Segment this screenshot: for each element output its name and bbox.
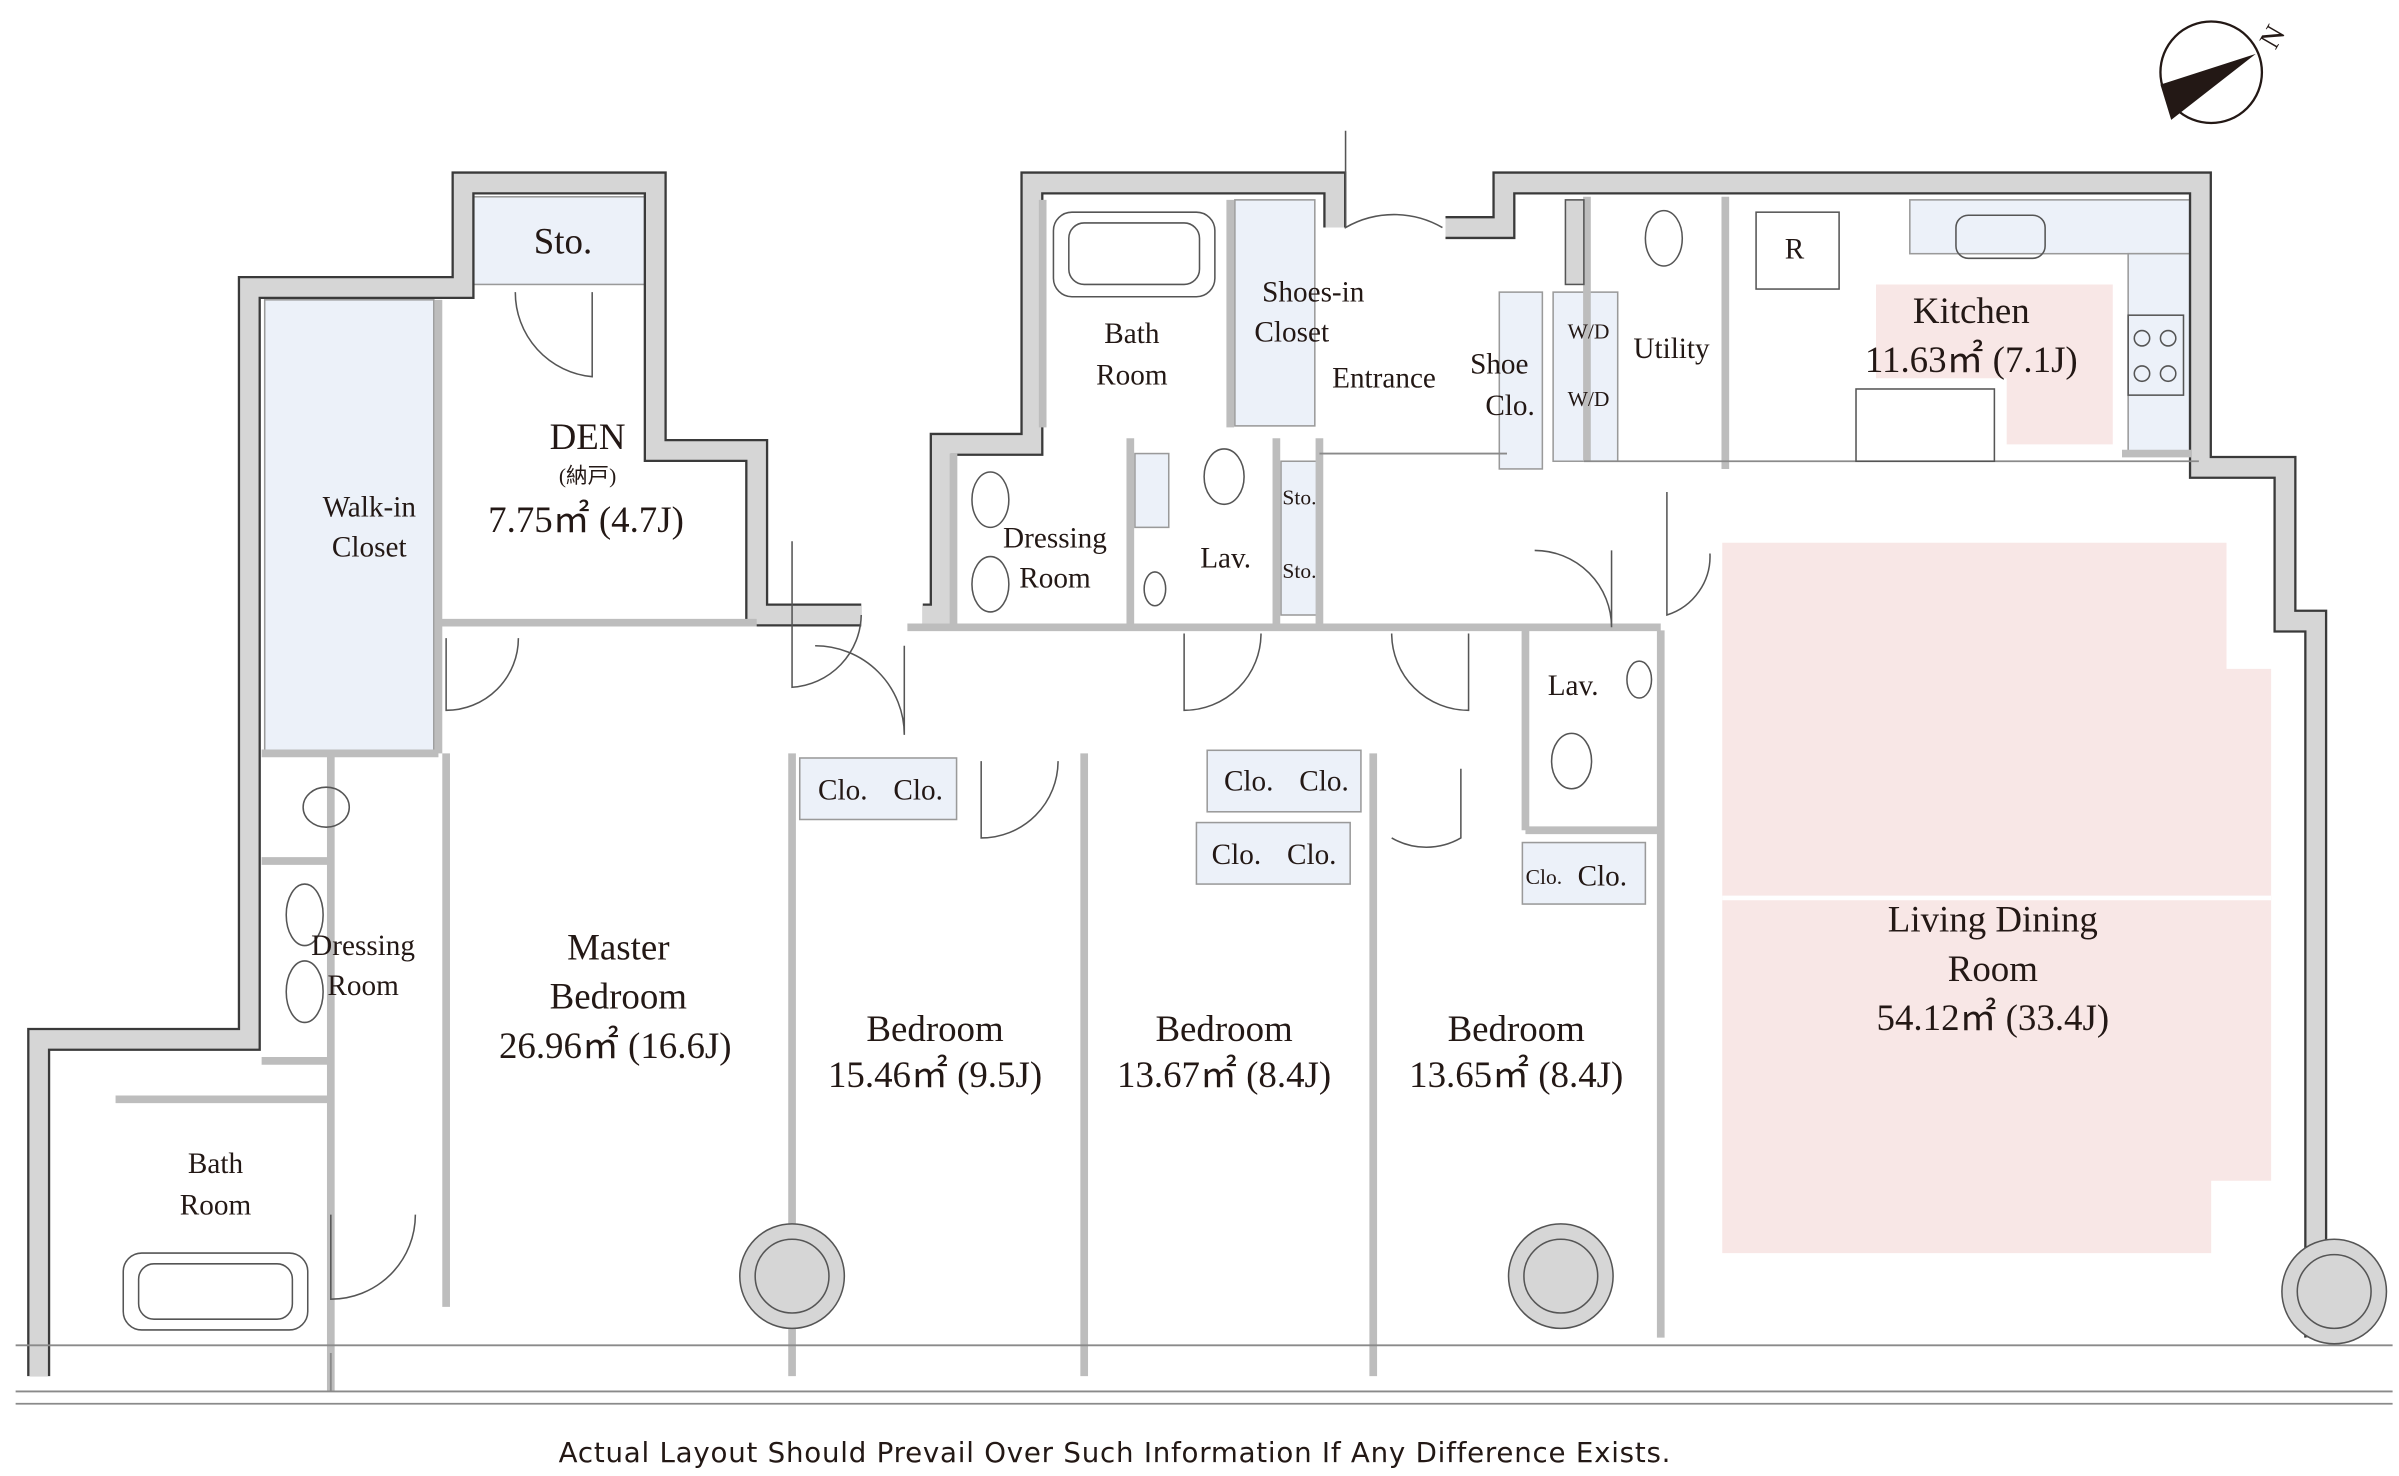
dressing-room-center-label: Dressing bbox=[1003, 522, 1107, 554]
bedroom-3-area: 13.65㎡ (8.4J) bbox=[1409, 1054, 1623, 1096]
den-sublabel: (納戸) bbox=[559, 464, 616, 488]
closet-label: Clo. bbox=[1224, 765, 1274, 797]
living-dining-label-2: Room bbox=[1948, 948, 2038, 989]
master-bedroom-area: 26.96㎡ (16.6J) bbox=[499, 1025, 732, 1067]
living-dining-area: 54.12㎡ (33.4J) bbox=[1877, 997, 2110, 1039]
storage-label: Sto. bbox=[534, 221, 592, 262]
door-swings bbox=[330, 130, 1711, 1300]
bath-room-left-label: Bath bbox=[188, 1148, 244, 1180]
dressing-room-center-label-2: Room bbox=[1019, 562, 1091, 594]
walk-in-closet-label: Walk-in bbox=[323, 492, 417, 524]
master-bedroom-label-2: Bedroom bbox=[550, 976, 688, 1017]
closet-label: Clo. bbox=[1526, 865, 1562, 889]
bath-room-left-label-2: Room bbox=[180, 1190, 252, 1222]
closet-label: Clo. bbox=[1299, 765, 1349, 797]
closet-label: Clo. bbox=[1212, 839, 1262, 871]
shoe-closet-label-2: Clo. bbox=[1485, 390, 1535, 422]
living-dining-label: Living Dining bbox=[1888, 899, 2098, 940]
entrance-label: Entrance bbox=[1332, 362, 1436, 394]
compass-icon: N bbox=[2159, 20, 2292, 125]
master-bedroom-label: Master bbox=[567, 926, 669, 967]
closet-label: Clo. bbox=[818, 774, 868, 806]
disclaimer-text: Actual Layout Should Prevail Over Such I… bbox=[559, 1436, 1672, 1469]
bedroom-3-label: Bedroom bbox=[1448, 1008, 1586, 1049]
kitchen-label: Kitchen bbox=[1913, 290, 2030, 331]
storage-small-label-2: Sto. bbox=[1282, 559, 1316, 583]
lav-right-label: Lav. bbox=[1548, 670, 1599, 702]
washer-dryer-label-2: W/D bbox=[1568, 387, 1610, 411]
compass-north-label: N bbox=[2254, 20, 2292, 54]
bedroom-1-area: 15.46㎡ (9.5J) bbox=[828, 1054, 1042, 1096]
bath-room-center-label-2: Room bbox=[1096, 359, 1168, 391]
refrigerator-label: R bbox=[1785, 233, 1805, 265]
kitchen-area: 11.63㎡ (7.1J) bbox=[1865, 339, 2078, 381]
bedroom-2-area: 13.67㎡ (8.4J) bbox=[1117, 1054, 1331, 1096]
den-label: DEN bbox=[550, 416, 626, 457]
shoe-closet-label: Shoe bbox=[1470, 349, 1528, 381]
closet-label: Clo. bbox=[893, 774, 943, 806]
den-area: 7.75㎡ (4.7J) bbox=[488, 499, 684, 541]
closet-label: Clo. bbox=[1578, 861, 1627, 893]
fixtures bbox=[122, 199, 2388, 1345]
room-labels: Sto. DEN (納戸) 7.75㎡ (4.7J) Walk-in Close… bbox=[180, 221, 2109, 1222]
exterior-walls bbox=[27, 171, 2328, 1377]
bath-room-center-label: Bath bbox=[1104, 318, 1160, 350]
bedroom-1-label: Bedroom bbox=[866, 1008, 1004, 1049]
walk-in-closet-label-2: Closet bbox=[332, 532, 407, 564]
dressing-room-left-label-2: Room bbox=[327, 970, 399, 1002]
washer-dryer-label: W/D bbox=[1568, 319, 1610, 343]
storage-small-label: Sto. bbox=[1282, 485, 1316, 509]
closet-label: Clo. bbox=[1287, 839, 1337, 871]
utility-label: Utility bbox=[1633, 333, 1710, 365]
shoes-in-closet-label-2: Closet bbox=[1254, 316, 1329, 348]
bedroom-2-label: Bedroom bbox=[1155, 1008, 1293, 1049]
shoes-in-closet-label: Shoes-in bbox=[1262, 276, 1365, 308]
lav-center-label: Lav. bbox=[1200, 542, 1251, 574]
dressing-room-left-label: Dressing bbox=[311, 930, 415, 962]
